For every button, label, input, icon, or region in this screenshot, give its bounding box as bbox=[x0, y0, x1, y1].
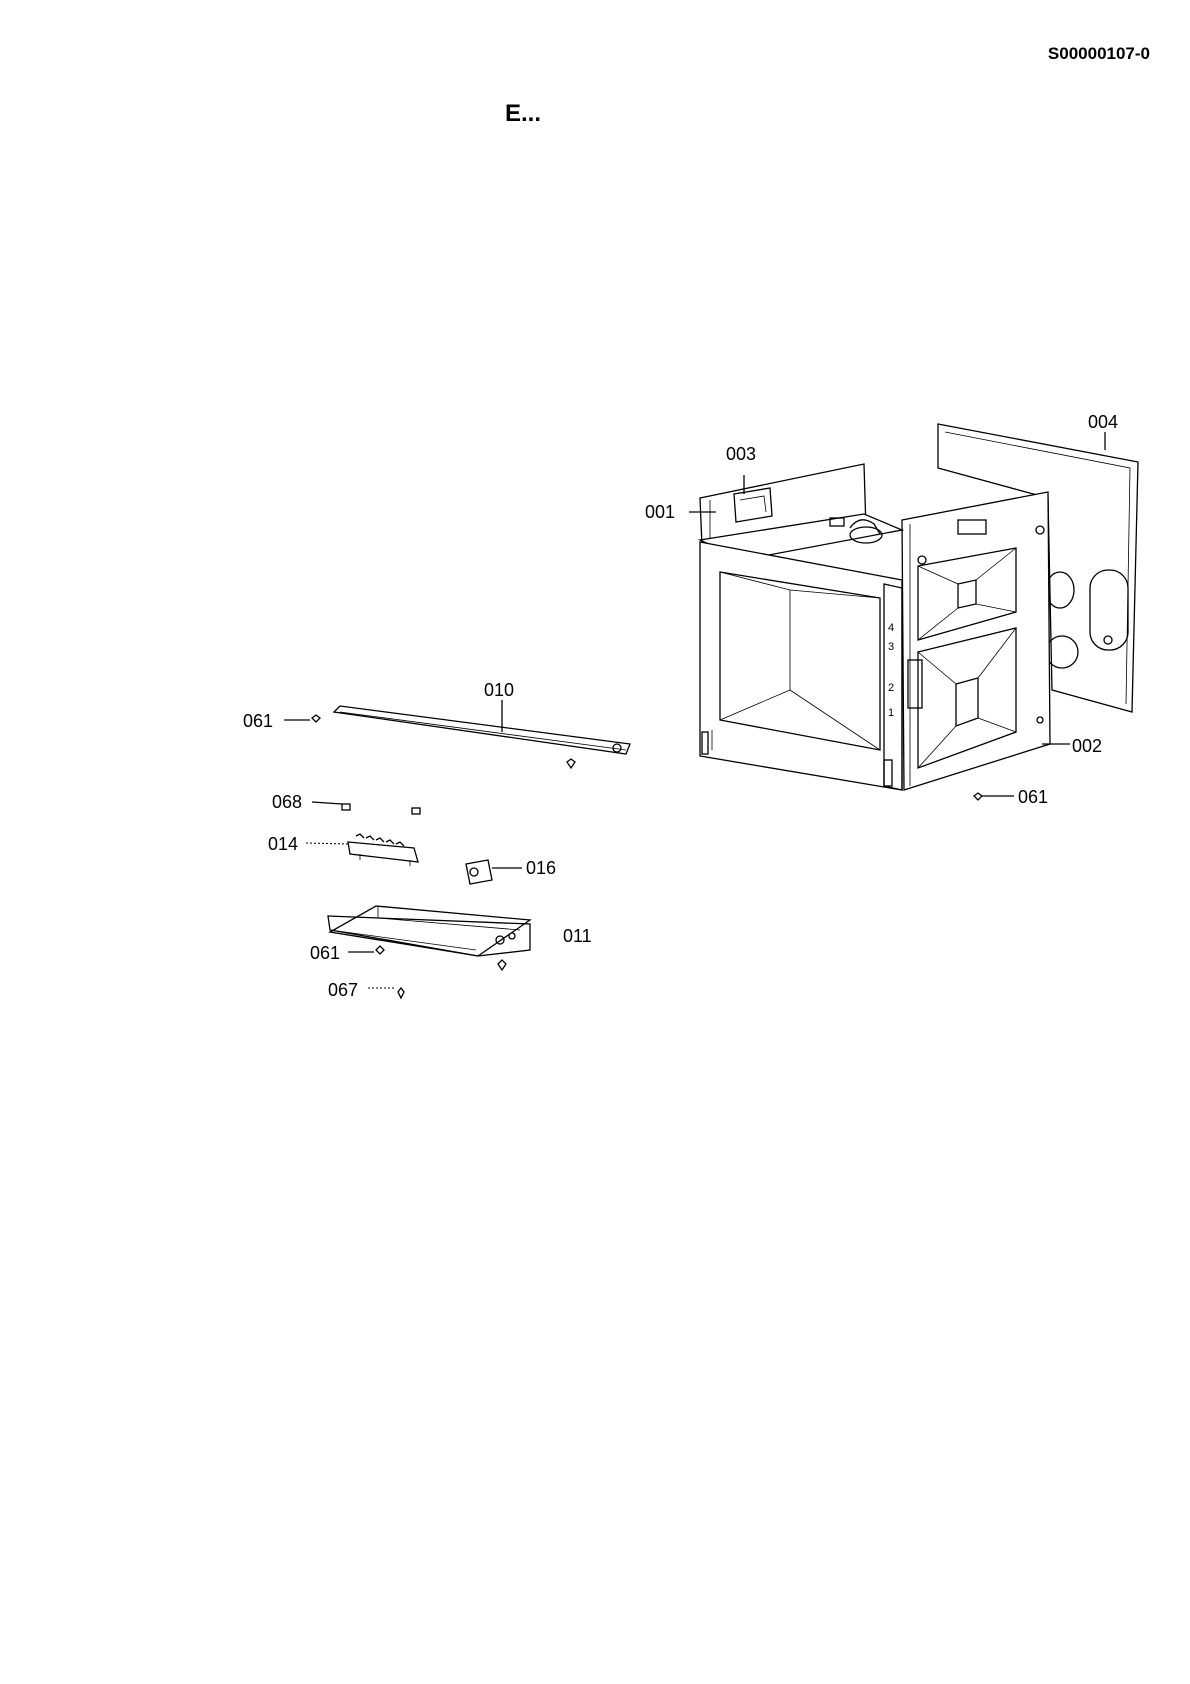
rack-level-2: 2 bbox=[888, 682, 894, 694]
rack-level-3: 3 bbox=[888, 641, 894, 653]
part-010-rail bbox=[332, 705, 631, 770]
part-061-screws bbox=[311, 714, 983, 972]
rack-level-markers: 4 3 2 1 bbox=[888, 622, 894, 719]
callout-061-left: 061 bbox=[243, 711, 273, 731]
callout-068: 068 bbox=[272, 792, 302, 812]
part-011-tray bbox=[327, 905, 532, 957]
part-067-screw bbox=[397, 986, 405, 1000]
callout-016: 016 bbox=[526, 858, 556, 878]
callout-011: 011 bbox=[563, 926, 592, 946]
callout-001: 001 bbox=[645, 502, 675, 522]
leader-lines bbox=[284, 432, 1106, 989]
part-002-side-panel bbox=[901, 491, 1051, 791]
part-016-connector bbox=[465, 859, 493, 885]
callout-061-bottom: 061 bbox=[310, 943, 340, 963]
callout-002: 002 bbox=[1072, 736, 1102, 756]
part-001-oven-frame bbox=[697, 463, 905, 791]
part-014-terminal-block bbox=[347, 833, 419, 866]
callout-004: 004 bbox=[1088, 412, 1118, 432]
rack-level-1: 1 bbox=[888, 707, 894, 719]
part-003-cooling-fan-duct bbox=[733, 487, 773, 523]
callout-067: 067 bbox=[328, 980, 358, 1000]
callout-014: 014 bbox=[268, 834, 298, 854]
document-id: S00000107-0 bbox=[1047, 44, 1150, 63]
callout-061-right: 061 bbox=[1018, 787, 1048, 807]
rack-level-4: 4 bbox=[888, 622, 894, 634]
callout-010: 010 bbox=[484, 680, 514, 700]
diagram-title: E... bbox=[505, 100, 542, 127]
callout-003: 003 bbox=[726, 444, 756, 464]
part-068-clips bbox=[341, 803, 421, 815]
